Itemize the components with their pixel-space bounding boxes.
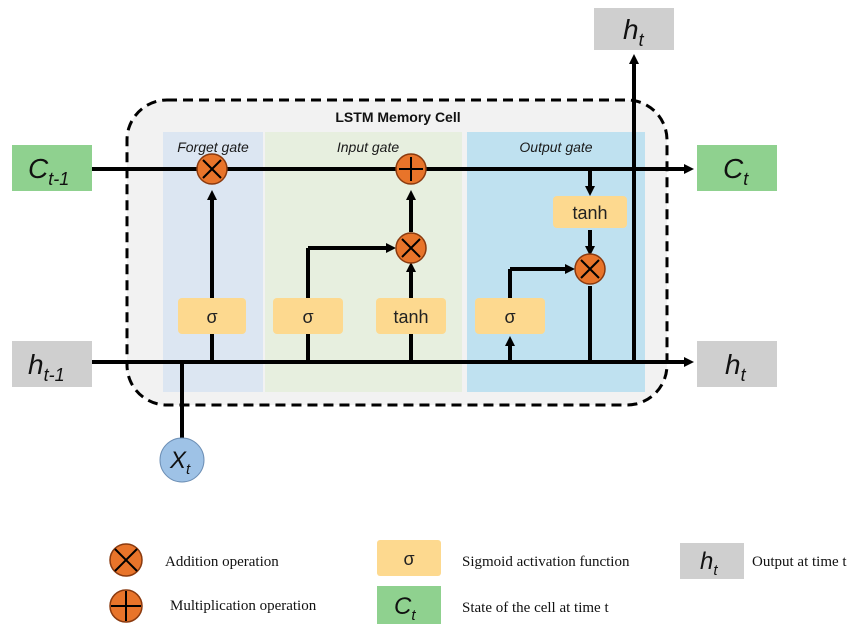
input-multiply-icon [395, 232, 427, 264]
legend-multiply-icon [109, 543, 143, 577]
input-sigmoid-label: σ [302, 307, 313, 327]
output-tanh-label: tanh [572, 203, 607, 223]
h-prev-label: ht-1 [28, 349, 65, 385]
x-input-circle [159, 437, 205, 483]
input-gate-label: Input gate [337, 139, 399, 155]
forget-sigmoid-box [178, 298, 246, 334]
forget-multiply-icon [196, 153, 228, 185]
c-next-box [697, 145, 777, 191]
input-tanh-label: tanh [393, 307, 428, 327]
legend-sigmoid-text: Sigmoid activation function [462, 554, 630, 570]
legend-state-symbol: Ct [394, 593, 416, 624]
h-top-label: ht [623, 14, 645, 50]
legend-add-icon [109, 589, 143, 623]
output-sigmoid-box [475, 298, 545, 334]
c-next-label: Ct [723, 153, 749, 189]
legend-output-symbol: ht [700, 548, 718, 579]
output-gate-label: Output gate [519, 139, 592, 155]
output-sigmoid-label: σ [504, 307, 515, 327]
h-top-box [594, 8, 674, 50]
output-gate-panel [467, 132, 645, 392]
forget-gate-label: Forget gate [177, 139, 249, 155]
legend-output-text: Output at time t [752, 554, 847, 570]
forget-sigmoid-label: σ [206, 307, 217, 327]
h-prev-box [12, 341, 92, 387]
memory-cell-title: LSTM Memory Cell [335, 109, 460, 125]
legend-addition-text: Addition operation [165, 554, 279, 570]
input-sigmoid-box [273, 298, 343, 334]
legend-state-box [377, 586, 441, 624]
legend-state-text: State of the cell at time t [462, 600, 609, 616]
c-prev-label: Ct-1 [28, 153, 69, 189]
c-prev-box [12, 145, 92, 191]
legend-sigmoid-symbol: σ [403, 549, 414, 569]
legend-multiplication-text: Multiplication operation [170, 598, 317, 614]
input-gate-panel [265, 132, 462, 392]
output-multiply-icon [574, 253, 606, 285]
cell-add-icon [395, 153, 427, 185]
h-next-box [697, 341, 777, 387]
legend-sigmoid-box [377, 540, 441, 576]
x-input-label: Xt [169, 447, 191, 478]
h-next-label: ht [725, 349, 747, 385]
legend-output-box [680, 543, 744, 579]
output-tanh-box [553, 196, 627, 228]
input-tanh-box [376, 298, 446, 334]
